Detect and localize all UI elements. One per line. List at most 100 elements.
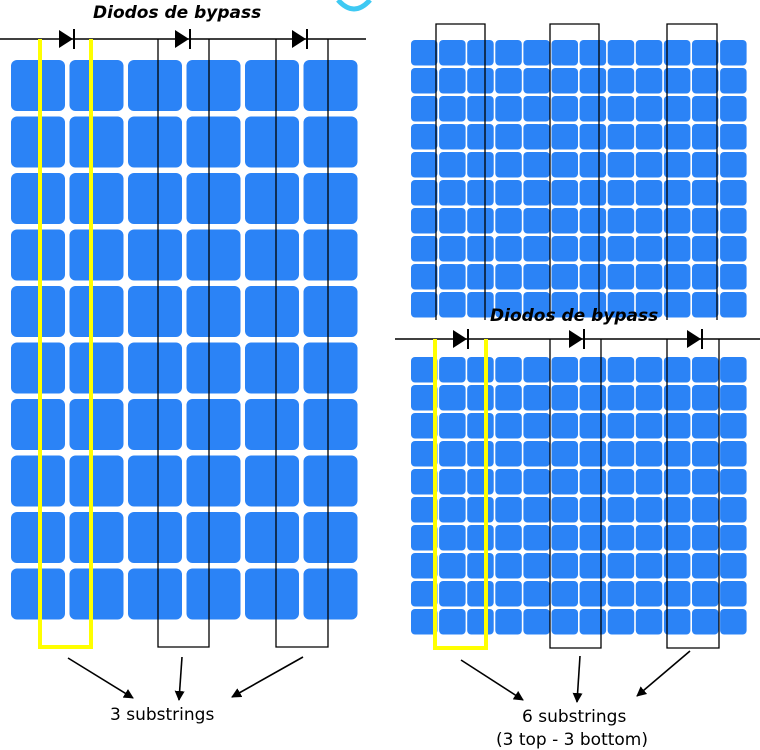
left-solar-cell	[186, 342, 241, 394]
left-solar-cell	[69, 512, 124, 563]
right-bottom-solar-cell	[467, 385, 494, 411]
right-top-solar-cell	[635, 68, 663, 94]
right-bottom-solar-cell	[663, 525, 691, 551]
right-top-solar-cell	[635, 180, 663, 206]
wiring	[0, 23, 760, 650]
right-bottom-solar-cell	[663, 553, 691, 579]
left-solar-cell	[186, 229, 241, 281]
right-bottom-solar-cell	[720, 553, 747, 579]
right-bottom-solar-cell	[551, 385, 578, 411]
right-bottom-solar-cell	[495, 497, 522, 523]
right-bottom-solar-cell	[495, 413, 522, 439]
bypass-diode-icon	[687, 330, 701, 348]
right-top-solar-cell	[635, 152, 663, 178]
right-top-solar-cell	[439, 236, 466, 262]
left-solar-cell	[245, 286, 299, 337]
right-bottom-solar-cell	[663, 469, 691, 495]
right-top-solar-cell	[551, 208, 578, 234]
left-solar-cell	[245, 342, 299, 394]
right-top-solar-cell	[495, 264, 522, 290]
right-top-solar-cell	[467, 152, 494, 178]
right-bottom-solar-cell	[720, 581, 747, 607]
right-bottom-solar-cell	[635, 553, 663, 579]
right-top-solar-cell	[551, 68, 578, 94]
right-bottom-solar-cell	[607, 497, 635, 523]
right-bottom-solar-cell	[467, 581, 494, 607]
right-top-solar-cell	[720, 40, 747, 66]
left-solar-cell	[245, 399, 299, 450]
right-bottom-solar-cell	[692, 413, 719, 439]
right-bottom-solar-cell	[439, 357, 466, 383]
right-bottom-solar-cell	[551, 441, 578, 467]
right-bottom-solar-cell	[495, 525, 522, 551]
right-bottom-solar-cell	[495, 469, 522, 495]
right-bottom-solar-cell	[551, 357, 578, 383]
right-top-solar-cell	[692, 180, 719, 206]
left-solar-cell	[69, 286, 124, 337]
right-top-solar-cell	[439, 40, 466, 66]
right-bottom-solar-cell	[579, 525, 607, 551]
right-top-solar-cell	[411, 124, 438, 150]
right-bottom-substring-loop	[666, 339, 720, 649]
right-bottom-solar-cell	[635, 609, 663, 635]
right-bottom-solar-cell	[607, 609, 635, 635]
right-bottom-solar-cell	[579, 609, 607, 635]
right-bottom-solar-cell	[635, 497, 663, 523]
right-top-solar-cell	[411, 152, 438, 178]
right-top-solar-cell	[523, 264, 550, 290]
right-panel-bottom-cells	[411, 357, 747, 635]
right-top-solar-cell	[663, 152, 691, 178]
right-top-solar-cell	[551, 292, 578, 318]
left-solar-cell	[186, 173, 241, 224]
left-solar-cell	[186, 399, 241, 450]
left-solar-cell	[128, 455, 182, 507]
right-top-solar-cell	[663, 124, 691, 150]
right-top-solar-cell	[439, 96, 466, 122]
right-bottom-solar-cell	[579, 413, 607, 439]
right-bottom-solar-cell	[551, 497, 578, 523]
right-top-solar-cell	[692, 124, 719, 150]
right-bottom-solar-cell	[523, 385, 550, 411]
right-bottom-solar-cell	[579, 581, 607, 607]
right-bottom-solar-cell	[635, 469, 663, 495]
right-bottom-solar-cell	[439, 413, 466, 439]
right-bottom-solar-cell	[411, 357, 438, 383]
right-top-solar-cell	[720, 208, 747, 234]
right-diode-title: Diodos de bypass	[490, 306, 659, 326]
right-top-solar-cell	[663, 264, 691, 290]
right-top-solar-cell	[495, 40, 522, 66]
pointer-arrows	[67, 650, 691, 703]
right-top-solar-cell	[635, 208, 663, 234]
right-top-solar-cell	[607, 264, 635, 290]
right-top-solar-cell	[579, 264, 607, 290]
right-bottom-solar-cell	[720, 525, 747, 551]
right-top-solar-cell	[411, 292, 438, 318]
right-top-solar-cell	[692, 40, 719, 66]
bypass-diode-icon	[569, 330, 583, 348]
left-solar-cell	[69, 173, 124, 224]
left-solar-cell	[303, 116, 358, 168]
right-top-solar-cell	[663, 68, 691, 94]
left-solar-cell	[303, 512, 358, 563]
right-bottom-solar-cell	[663, 441, 691, 467]
left-solar-cell	[186, 60, 241, 111]
pointer-arrow	[231, 656, 304, 698]
right-bottom-solar-cell	[551, 469, 578, 495]
right-top-solar-cell	[579, 180, 607, 206]
right-bottom-solar-cell	[495, 357, 522, 383]
right-bottom-solar-cell	[551, 553, 578, 579]
right-bottom-solar-cell	[467, 609, 494, 635]
right-top-solar-cell	[692, 208, 719, 234]
right-top-solar-cell	[439, 68, 466, 94]
right-bottom-solar-cell	[579, 469, 607, 495]
right-bottom-solar-cell	[663, 357, 691, 383]
right-panel-top-cells	[411, 40, 747, 318]
right-bottom-solar-cell	[579, 385, 607, 411]
right-bottom-solar-cell	[495, 553, 522, 579]
right-bottom-solar-cell	[411, 609, 438, 635]
right-bottom-solar-cell	[439, 385, 466, 411]
right-top-solar-cell	[692, 264, 719, 290]
left-solar-cell	[303, 568, 358, 620]
right-bottom-solar-cell	[467, 553, 494, 579]
